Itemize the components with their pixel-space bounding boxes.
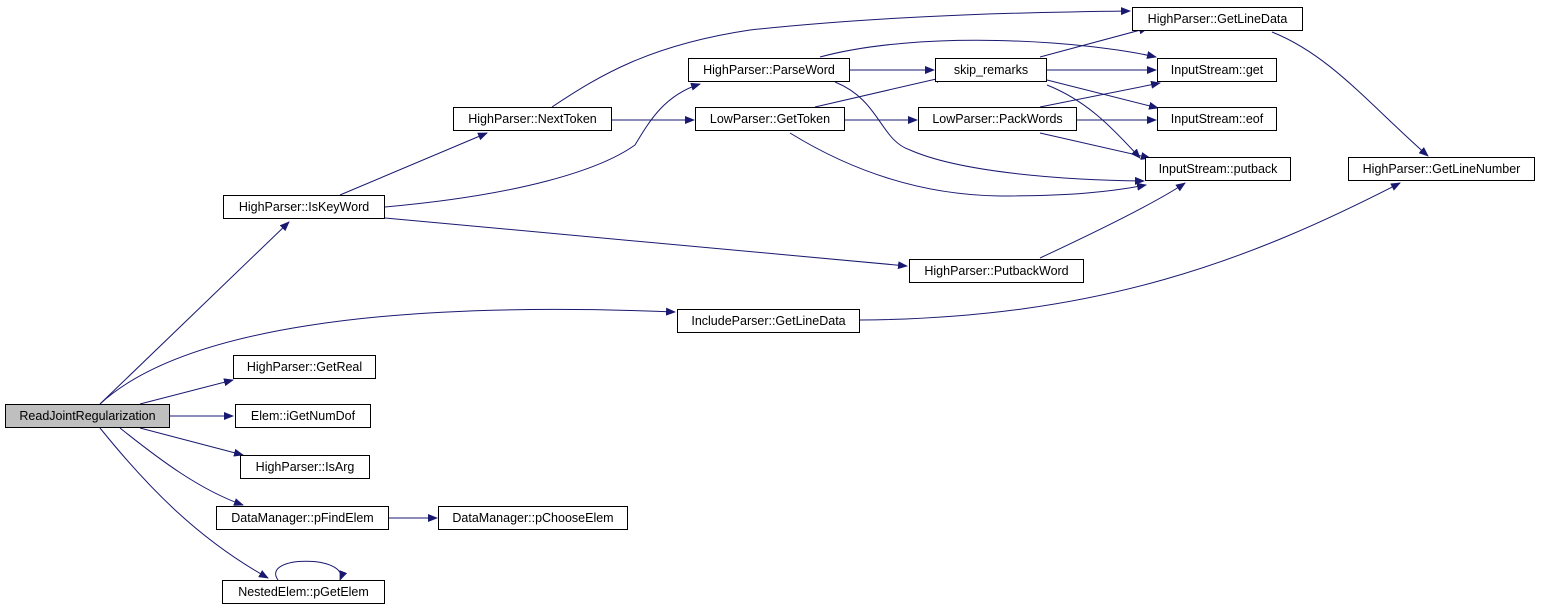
- edge-gettoken-isputback: [789, 132, 1147, 197]
- edge-iskeyword-putbackword: [384, 217, 908, 270]
- edge-hp-getlinedata-getlinenumber: [1271, 31, 1429, 157]
- edge-root-iskeyword: [99, 221, 290, 405]
- node-datamanager-pchooseelem[interactable]: DataManager::pChooseElem: [438, 506, 628, 530]
- node-inputstream-putback[interactable]: InputStream::putback: [1145, 157, 1291, 181]
- node-highparser-getlinenumber[interactable]: HighParser::GetLineNumber: [1348, 157, 1535, 181]
- edge-iskeyword-nexttoken: [339, 132, 488, 196]
- edge-root-getreal: [139, 378, 234, 405]
- edge-packwords-isget: [1039, 80, 1161, 108]
- node-lowparser-gettoken[interactable]: LowParser::GetToken: [695, 107, 845, 131]
- node-lowparser-packwords[interactable]: LowParser::PackWords: [918, 107, 1077, 131]
- node-includeparser-getlinedata[interactable]: IncludeParser::GetLineData: [677, 309, 860, 333]
- node-elem-igetnumdof[interactable]: Elem::iGetNumDof: [235, 404, 371, 428]
- edge-pgetelem-self: [275, 560, 348, 581]
- node-datamanager-pfindelem[interactable]: DataManager::pFindElem: [216, 506, 389, 530]
- node-inputstream-get[interactable]: InputStream::get: [1157, 58, 1277, 82]
- edge-root-pgetelem: [99, 427, 269, 579]
- edge-nexttoken-hp-getlinedata: [551, 7, 1131, 108]
- edge-parseword-isget: [819, 39, 1157, 59]
- node-inputstream-eof[interactable]: InputStream::eof: [1157, 107, 1277, 131]
- edge-parseword-isputback: [834, 81, 1145, 185]
- node-highparser-getlinedata[interactable]: HighParser::GetLineData: [1132, 7, 1303, 31]
- node-skip-remarks[interactable]: skip_remarks: [935, 58, 1047, 82]
- node-highparser-putbackword[interactable]: HighParser::PutbackWord: [909, 259, 1084, 283]
- edge-iskeyword-parseword: [384, 82, 701, 208]
- node-highparser-isarg[interactable]: HighParser::IsArg: [240, 455, 370, 479]
- node-read-joint-regularization: ReadJointRegularization: [5, 404, 170, 428]
- node-highparser-getreal[interactable]: HighParser::GetReal: [233, 355, 376, 379]
- node-highparser-parseword[interactable]: HighParser::ParseWord: [688, 58, 850, 82]
- edge-root-pfindelem: [119, 427, 244, 506]
- edge-skipremarks-isputback: [1046, 84, 1141, 159]
- node-highparser-nexttoken[interactable]: HighParser::NextToken: [453, 107, 612, 131]
- edge-root-includeparser-getlinedata: [99, 307, 676, 405]
- edge-gettoken-skipremarks: [814, 75, 946, 108]
- edge-packwords-isputback: [1039, 132, 1151, 160]
- edge-skipremarks-hp-getlinedata: [1039, 26, 1149, 58]
- node-nestedelem-pgetelem[interactable]: NestedElem::pGetElem: [222, 580, 385, 604]
- edge-includeparser-getlinenumber: [859, 182, 1401, 321]
- node-highparser-iskeyword[interactable]: HighParser::IsKeyWord: [223, 195, 385, 219]
- edge-putbackword-isputback: [1039, 182, 1186, 259]
- edge-root-isarg: [139, 427, 244, 457]
